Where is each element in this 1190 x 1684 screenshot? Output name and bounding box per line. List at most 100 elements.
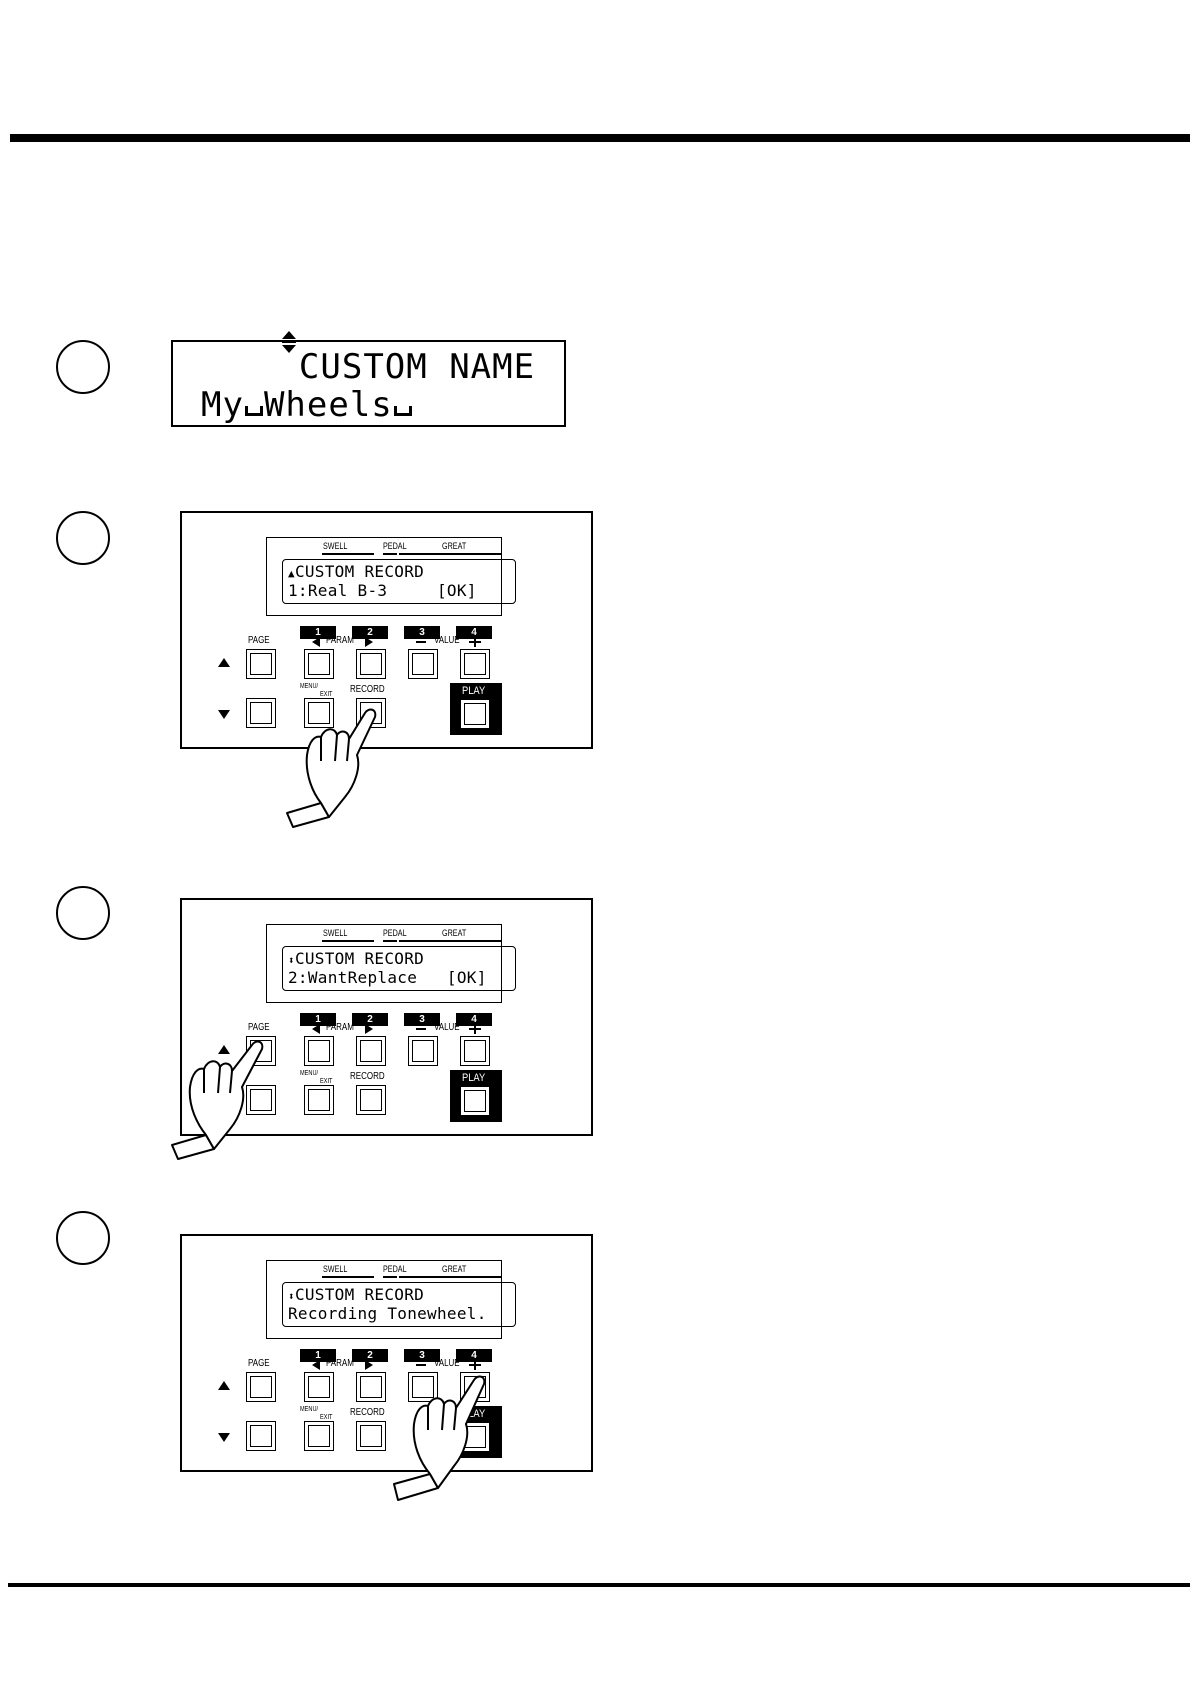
name-word-1: My [201, 385, 244, 425]
pedal-label: PEDAL [383, 928, 407, 938]
key-label-3: 3 [404, 626, 440, 639]
great-label: GREAT [442, 928, 467, 938]
pointing-hand-icon [286, 708, 377, 828]
key-label-1: 1 [300, 626, 336, 639]
step-circle-1 [56, 340, 110, 394]
param-label: PARAM [326, 1358, 354, 1369]
value-label: VALUE [434, 1022, 460, 1033]
triangle-left-icon [312, 1024, 320, 1034]
key-label-1: 1 [300, 1349, 336, 1362]
triangle-left-icon [312, 1360, 320, 1370]
pedal-label: PEDAL [383, 541, 407, 551]
param-left-button[interactable] [304, 1372, 334, 1402]
minus-icon [416, 641, 426, 643]
page-up-button[interactable] [246, 1372, 276, 1402]
display-frame: SWELL PEDAL GREAT ⬍CUSTOM RECORD 2:WantR… [266, 924, 516, 1003]
plus-icon-stem [474, 1022, 476, 1034]
page-down-button[interactable] [246, 1085, 276, 1115]
lcd-display: ⬍CUSTOM RECORD 2:WantReplace [OK] [282, 946, 516, 991]
page-up-button[interactable] [246, 649, 276, 679]
triangle-down-icon [218, 1433, 230, 1442]
play-button[interactable] [460, 1422, 490, 1452]
triangle-right-icon [365, 637, 373, 647]
triangle-up-icon [218, 1045, 230, 1054]
up-arrow-icon: ▲ [288, 567, 295, 580]
play-button-block: PLAY [450, 1070, 502, 1122]
record-button[interactable] [356, 1421, 386, 1451]
play-label: PLAY [462, 685, 486, 697]
record-label: RECORD [350, 1071, 385, 1082]
key-label-4: 4 [456, 626, 492, 639]
param-left-button[interactable] [304, 649, 334, 679]
play-button[interactable] [460, 1086, 490, 1116]
menu-exit-button[interactable] [304, 1085, 334, 1115]
step-circle-2 [56, 511, 110, 565]
space-marker-icon [393, 406, 412, 416]
record-label: RECORD [350, 684, 385, 695]
value-plus-button[interactable] [460, 649, 490, 679]
plus-icon-stem [474, 1358, 476, 1370]
key-label-4: 4 [456, 1349, 492, 1362]
lcd-display: ⬍CUSTOM RECORD Recording Tonewheel. [282, 1282, 516, 1327]
control-panel-step-3: SWELL PEDAL GREAT ⬍CUSTOM RECORD 2:WantR… [180, 898, 593, 1136]
lcd-line-2: 1:Real B-3 [OK] [288, 581, 477, 600]
key-label-4: 4 [456, 1013, 492, 1026]
param-label: PARAM [326, 635, 354, 646]
menu-exit-button[interactable] [304, 698, 334, 728]
display-frame: SWELL PEDAL GREAT ▲CUSTOM RECORD 1:Real … [266, 537, 516, 616]
minus-icon [416, 1028, 426, 1030]
up-down-arrows-icon: ⬍ [288, 954, 295, 967]
control-panel-step-2: SWELL PEDAL GREAT ▲CUSTOM RECORD 1:Real … [180, 511, 593, 749]
exit-label: EXIT [320, 691, 333, 698]
name-word-2: Wheels [263, 385, 393, 425]
value-minus-button[interactable] [408, 1372, 438, 1402]
page-label: PAGE [248, 1022, 270, 1033]
lcd-line-1: CUSTOM RECORD [294, 562, 425, 581]
swell-label: SWELL [323, 928, 348, 938]
plus-icon-stem [474, 635, 476, 647]
page-label: PAGE [248, 1358, 270, 1369]
menu-label: MENU/ [300, 683, 319, 690]
lcd-line-1: CUSTOM RECORD [294, 949, 425, 968]
menu-label: MENU/ [300, 1406, 319, 1413]
space-marker-icon [244, 406, 263, 416]
menu-exit-button[interactable] [304, 1421, 334, 1451]
page-down-button[interactable] [246, 1421, 276, 1451]
pedal-label: PEDAL [383, 1264, 407, 1274]
value-plus-button[interactable] [460, 1036, 490, 1066]
record-button[interactable] [356, 1085, 386, 1115]
triangle-up-icon [218, 658, 230, 667]
display-frame: SWELL PEDAL GREAT ⬍CUSTOM RECORD Recordi… [266, 1260, 516, 1339]
param-right-button[interactable] [356, 1036, 386, 1066]
key-label-2: 2 [352, 1349, 388, 1362]
key-label-2: 2 [352, 1013, 388, 1026]
triangle-right-icon [365, 1024, 373, 1034]
lcd-display: ▲CUSTOM RECORD 1:Real B-3 [OK] [282, 559, 516, 604]
top-rule [10, 134, 1190, 142]
value-label: VALUE [434, 635, 460, 646]
triangle-up-icon [218, 1381, 230, 1390]
pointing-hand-icon [171, 1040, 264, 1160]
lcd-line-2: Recording Tonewheel. [288, 1304, 487, 1323]
param-right-button[interactable] [356, 649, 386, 679]
great-label: GREAT [442, 541, 467, 551]
bottom-rule [8, 1583, 1190, 1587]
triangle-right-icon [365, 1360, 373, 1370]
play-button-block: PLAY [450, 683, 502, 735]
record-label: RECORD [350, 1407, 385, 1418]
lcd-line-2: 2:WantReplace [OK] [288, 968, 487, 987]
play-button[interactable] [460, 699, 490, 729]
step-circle-4 [56, 1211, 110, 1265]
page-down-button[interactable] [246, 698, 276, 728]
exit-label: EXIT [320, 1078, 333, 1085]
step-circle-3 [56, 886, 110, 940]
param-right-button[interactable] [356, 1372, 386, 1402]
control-panel-step-4: SWELL PEDAL GREAT ⬍CUSTOM RECORD Recordi… [180, 1234, 593, 1472]
param-label: PARAM [326, 1022, 354, 1033]
param-left-button[interactable] [304, 1036, 334, 1066]
play-label: PLAY [462, 1072, 486, 1084]
value-minus-button[interactable] [408, 649, 438, 679]
value-minus-button[interactable] [408, 1036, 438, 1066]
value-label: VALUE [434, 1358, 460, 1369]
